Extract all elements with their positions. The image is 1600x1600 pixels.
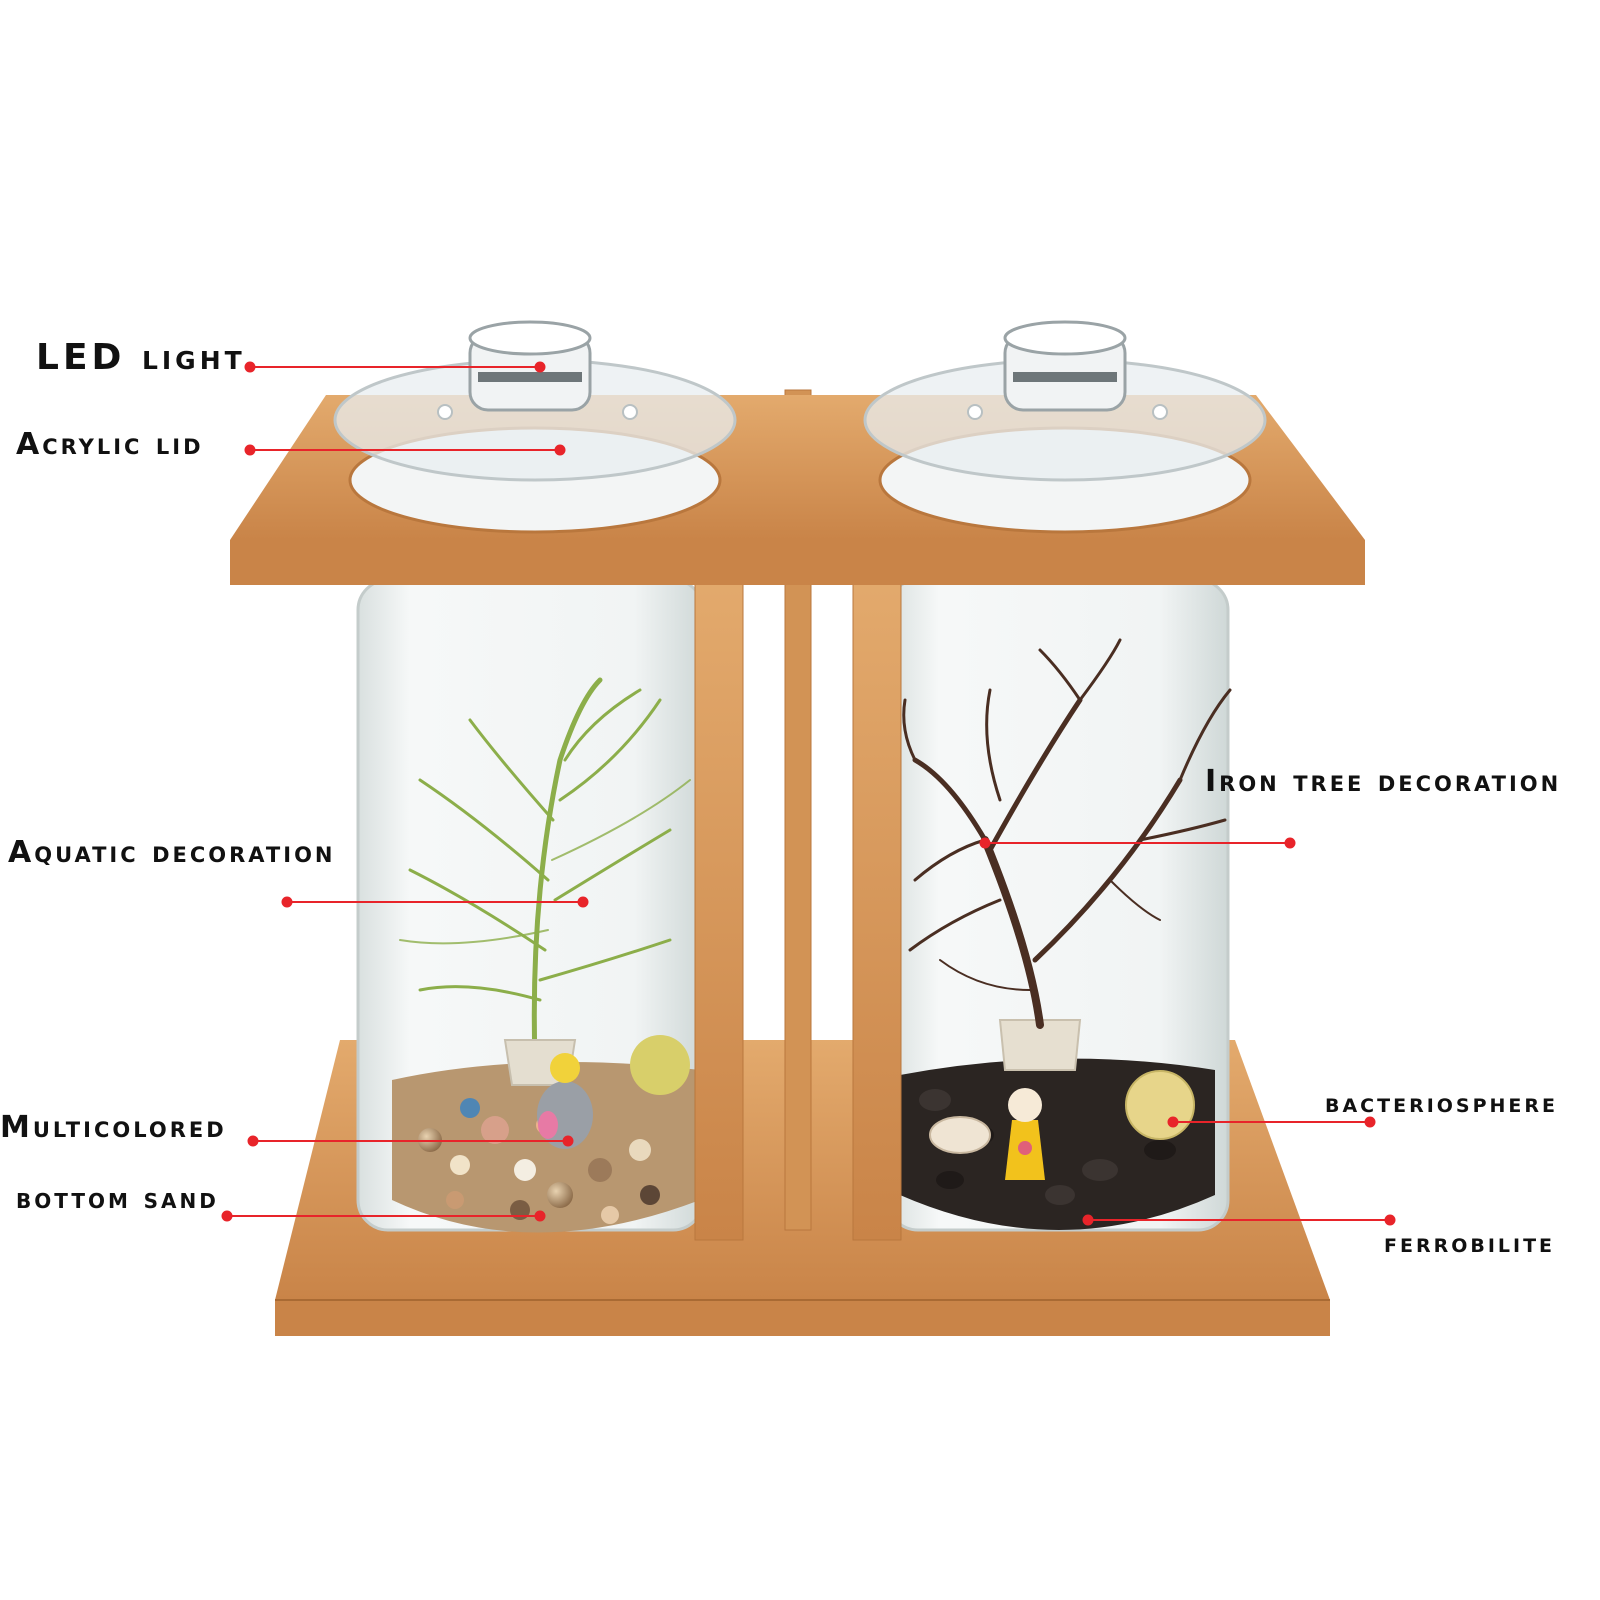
yellow-figure [1005, 1088, 1045, 1180]
leader-led-light [244, 361, 546, 373]
label-acrylic-lid: Acrylic lid [16, 427, 204, 462]
leader-ferrobilite [1082, 1214, 1396, 1226]
label-iron-tree-decoration: Iron tree decoration [1205, 764, 1562, 799]
leader-acrylic-lid [244, 444, 566, 456]
label-multicolored: Multicolored [0, 1110, 227, 1145]
label-led-light: LED light [36, 337, 246, 378]
label-ferrobilite: ferrobilite [1384, 1228, 1556, 1259]
led-lights [468, 320, 1127, 412]
leader-aquatic-decoration [281, 896, 589, 908]
toy-figure [537, 1053, 593, 1149]
bamboo-posts [694, 389, 902, 1241]
label-bottom-sand: bottom sand [16, 1182, 219, 1215]
leader-iron-tree [979, 837, 1296, 849]
label-bacteriosphere: bacteriosphere [1325, 1088, 1559, 1119]
right-tank [886, 578, 1232, 1232]
left-tank [356, 578, 705, 1233]
iron-tree [902, 638, 1232, 1029]
leader-bacteriosphere [1167, 1116, 1376, 1128]
aquatic-plant [399, 677, 691, 1063]
leader-multicolored [247, 1135, 574, 1147]
multicolored-pebbles [418, 1098, 660, 1224]
leader-bottom-sand [221, 1210, 546, 1222]
label-aquatic-decoration: Aquatic decoration [8, 835, 336, 870]
